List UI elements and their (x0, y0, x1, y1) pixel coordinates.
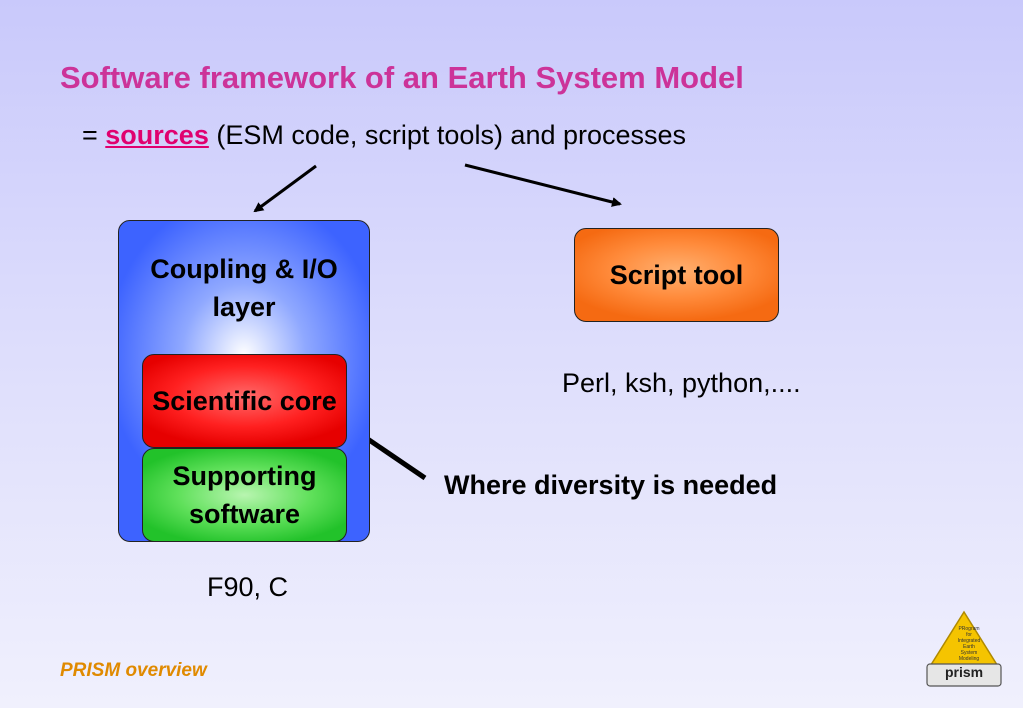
logo-acronym-lines: PRogram for Integrated Earth System Mode… (958, 626, 981, 662)
logo-line: Modeling (959, 656, 980, 662)
logo-line: for (966, 632, 972, 638)
scientific-core-box: Scientific core (142, 354, 347, 448)
supporting-software-box: Supporting software (142, 448, 347, 542)
script-tool-box: Script tool (574, 228, 779, 322)
subtitle-rest: (ESM code, script tools) and processes (208, 120, 687, 150)
subtitle-prefix: = (82, 120, 106, 150)
slide-title: Software framework of an Earth System Mo… (60, 60, 744, 95)
subtitle-keyword: sources (105, 120, 209, 150)
logo-line: System (961, 650, 978, 656)
logo-line: PRogram (958, 626, 979, 632)
model-languages: F90, C (207, 572, 289, 602)
logo-line: Integrated (958, 638, 981, 644)
logo-word: prism (944, 664, 984, 680)
diversity-note: Where diversity is needed (444, 470, 778, 500)
footer-label: PRISM overview (60, 660, 207, 681)
script-tool-label: Script tool (609, 259, 744, 290)
arrow-to-script-tool (464, 163, 622, 207)
logo-line: Earth (963, 644, 975, 650)
supporting-software-label: Supporting software (172, 461, 317, 529)
slide-subtitle: = sources (ESM code, script tools) and p… (82, 120, 686, 151)
logo-word-plate (926, 663, 1002, 687)
prism-logo: PRogram for Integrated Earth System Mode… (926, 610, 1002, 687)
arrow-to-esm-code (253, 164, 317, 213)
scientific-core-label: Scientific core (152, 386, 337, 416)
script-languages: Perl, ksh, python,.... (562, 368, 801, 398)
coupling-io-layer-label: Coupling & I/O layer (150, 254, 338, 322)
